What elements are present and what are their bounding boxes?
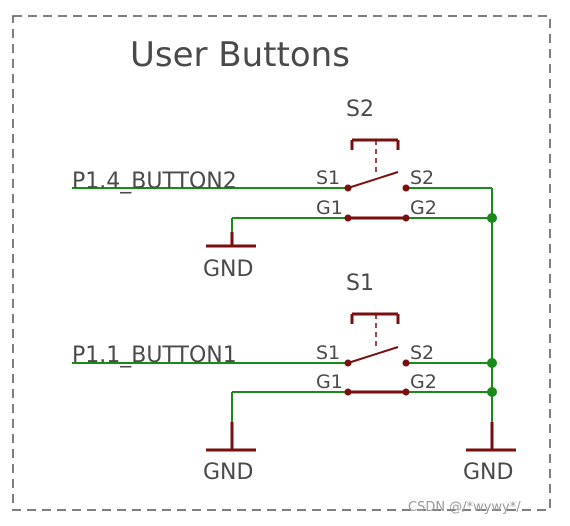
gnd-label-3: GND (463, 460, 513, 485)
wires (72, 187, 493, 422)
pin-s2-g2: G2 (410, 197, 437, 219)
diagram-title: User Buttons (130, 35, 350, 75)
gnd-symbol-1 (206, 232, 256, 248)
pin-s2-s2: S2 (410, 167, 434, 189)
switch-s1 (347, 312, 406, 394)
net-label-s1: P1.1_BUTTON1 (72, 343, 237, 368)
watermark: CSDN @/*wywy*/ (408, 500, 521, 515)
junction-dot (487, 213, 497, 223)
pin-s1-g2: G2 (410, 371, 437, 393)
junctions (487, 213, 497, 397)
junction-dot (487, 387, 497, 397)
switch-s1-terminals (344, 359, 410, 396)
gnd-symbol-3 (466, 422, 516, 452)
gnd-label-1: GND (203, 257, 253, 282)
switch-s2 (347, 138, 406, 220)
frame-border (12, 15, 551, 511)
gnd-symbol-2 (206, 422, 256, 452)
gnd-label-2: GND (203, 460, 253, 485)
pin-s2-s1: S1 (316, 167, 340, 189)
switch-s2-terminals (344, 184, 410, 222)
pin-s1-s1: S1 (316, 342, 340, 364)
pin-s2-g1: G1 (316, 197, 343, 219)
net-label-s2: P1.4_BUTTON2 (72, 169, 237, 194)
junction-dot (487, 358, 497, 368)
switch-s1-ref: S1 (346, 271, 374, 296)
pin-s1-s2: S2 (410, 342, 434, 364)
pin-s1-g1: G1 (316, 371, 343, 393)
switch-s2-ref: S2 (346, 97, 374, 122)
